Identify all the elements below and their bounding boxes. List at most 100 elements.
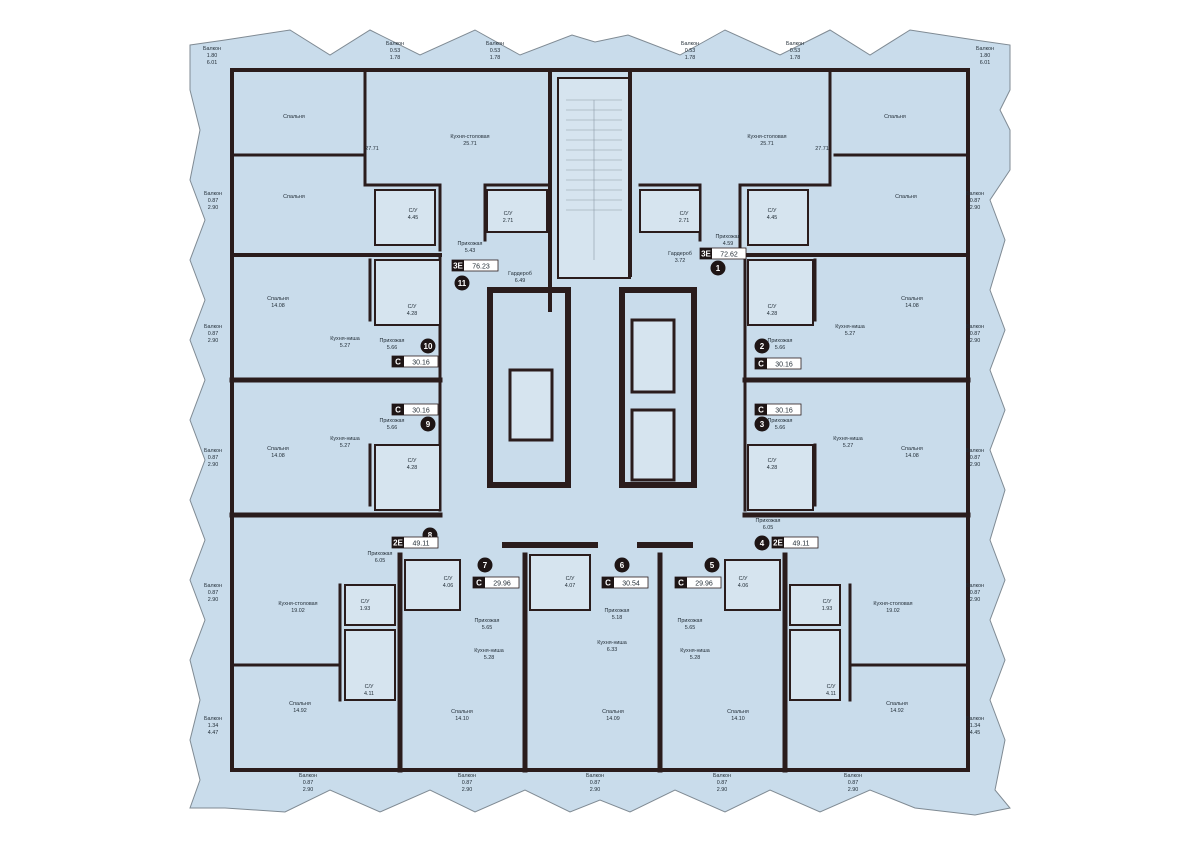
room-area: 6.05 xyxy=(375,558,386,564)
apartment-type-box xyxy=(392,537,404,548)
elevator-cabin-right xyxy=(630,318,676,394)
room-name: Прихожая xyxy=(380,338,405,344)
apartment-area: 76.23 xyxy=(472,264,490,271)
balcony-label: Балкон xyxy=(844,773,862,779)
room-name: С/У xyxy=(680,211,689,217)
room-name: Спальня xyxy=(901,296,923,302)
room-name: Прихожая xyxy=(380,418,405,424)
apartment-number: 10 xyxy=(424,342,433,351)
room-name: Кухня-ниша xyxy=(680,648,710,654)
room-area: 14.08 xyxy=(905,303,919,309)
apartment-area: 29.96 xyxy=(695,581,713,588)
room-name: Кухня-ниша xyxy=(833,436,863,442)
balcony-area: 2.90 xyxy=(717,787,728,793)
apartment-number: 3 xyxy=(760,420,765,429)
apartment-type-box xyxy=(700,248,712,259)
room-name: С/У xyxy=(566,576,575,582)
balcony-depth: 0.87 xyxy=(208,331,219,337)
room-name: Спальня xyxy=(602,709,624,715)
room-labels: СпальняКухня-столовая25.7127.71СпальняС/… xyxy=(267,114,923,722)
room-name: Прихожая xyxy=(768,338,793,344)
room-name: Прихожая xyxy=(716,234,741,240)
stair-treads xyxy=(566,99,622,260)
apartment-number: 4 xyxy=(760,539,765,548)
room-54: Спальня xyxy=(884,114,906,120)
room-name: Спальня xyxy=(884,114,906,120)
room-name: С/У xyxy=(444,576,453,582)
apartment-type: 3E xyxy=(701,250,711,259)
room-area: 4.28 xyxy=(767,465,778,471)
room-name: Прихожая xyxy=(678,618,703,624)
apartment-type: C xyxy=(758,360,764,369)
balcony-depth: 0.53 xyxy=(490,48,501,54)
balcony-area: 1.78 xyxy=(390,55,401,61)
room-name: Спальня xyxy=(283,114,305,120)
apartment-area: 49.11 xyxy=(413,541,430,548)
room-name: Спальня xyxy=(901,446,923,452)
room-area: 14.08 xyxy=(271,453,285,459)
balcony-label: Балкон xyxy=(458,773,476,779)
balconies-bottom: Балкон0.872.90Балкон0.872.90Балкон0.872.… xyxy=(299,773,862,793)
room-area: 1.93 xyxy=(360,606,371,612)
balcony-area: 2.90 xyxy=(208,338,219,344)
room-area: 25.71 xyxy=(463,141,477,147)
balcony-label: Балкон xyxy=(966,583,984,589)
balcony-depth: 0.87 xyxy=(590,780,601,786)
apartment-type-box xyxy=(392,404,404,415)
balcony-area: 2.90 xyxy=(970,205,981,211)
room-area: 5.27 xyxy=(845,331,856,337)
apartment-area: 29.96 xyxy=(493,581,511,588)
balcony-depth: 0.87 xyxy=(970,331,981,337)
room-name: Спальня xyxy=(289,701,311,707)
room-11: С/У4.28 xyxy=(407,304,418,317)
room-50: С/У4.45 xyxy=(767,208,778,221)
room-39: С/У4.28 xyxy=(767,304,778,317)
apartment-number: 5 xyxy=(710,561,715,570)
room-52: 27.71 xyxy=(815,146,829,152)
balcony-depth: 0.87 xyxy=(970,455,981,461)
balcony-area: 6.01 xyxy=(980,60,991,66)
room-name: С/У xyxy=(409,208,418,214)
room-area: 4.07 xyxy=(565,583,576,589)
room-area: 4.06 xyxy=(443,583,454,589)
room-name: С/У xyxy=(408,458,417,464)
balcony-label: Балкон xyxy=(966,448,984,454)
room-36: С/У4.11 xyxy=(826,684,836,697)
room-area: 6.33 xyxy=(607,647,618,653)
balcony-depth: 0.87 xyxy=(970,198,981,204)
bathrooms xyxy=(344,189,841,701)
room-name: С/У xyxy=(768,458,777,464)
room-name: С/У xyxy=(365,684,374,690)
balcony-label: Балкон xyxy=(203,46,221,52)
room-area: 5.66 xyxy=(387,425,398,431)
balcony-area: 2.90 xyxy=(970,462,981,468)
room-area: 14.92 xyxy=(293,708,307,714)
